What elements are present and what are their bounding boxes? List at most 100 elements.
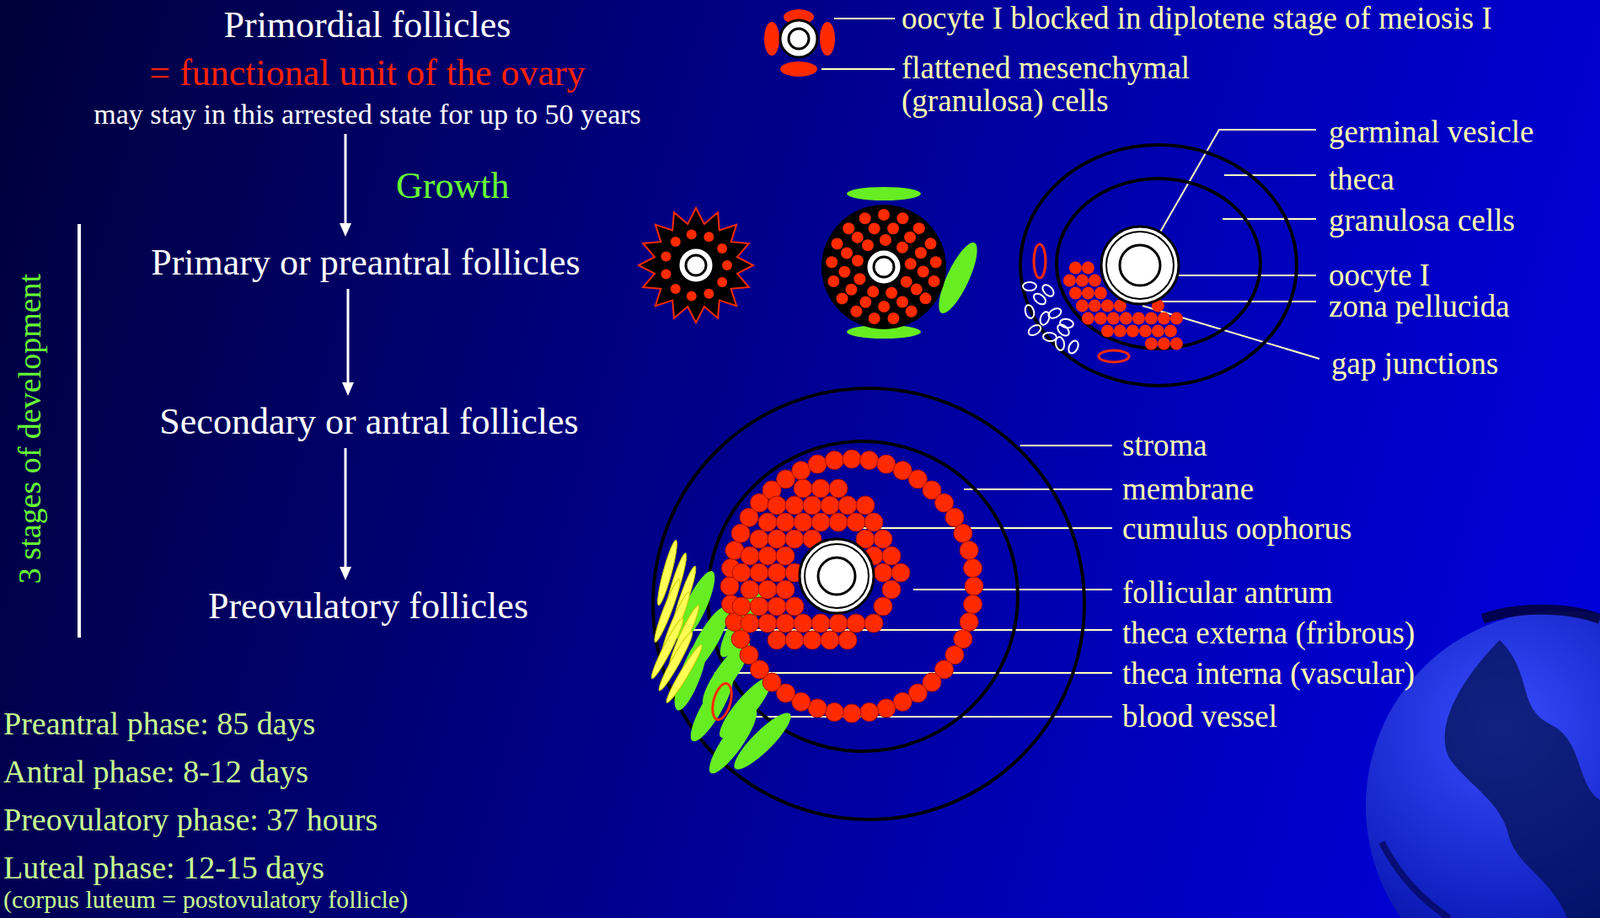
- granulosa-cell: [1081, 312, 1095, 326]
- granulosa-cell: [840, 246, 853, 259]
- part-label: follicular antrum: [1122, 577, 1333, 611]
- edge-label: Growth: [395, 164, 509, 208]
- granulosa-cell: [1164, 325, 1178, 338]
- cumulus-cell: [811, 513, 830, 532]
- part-label: theca: [1328, 163, 1395, 197]
- granulosa-cell: [1088, 299, 1102, 313]
- granulosa-cell: [670, 283, 681, 295]
- stage-title-node: Primordial follicles= functional unit of…: [93, 2, 642, 131]
- granulosa-cell: [900, 276, 913, 289]
- granulosa-cell: [866, 285, 879, 298]
- granulosa-cell: [660, 268, 671, 279]
- stage-name: Primordial follicles: [93, 2, 642, 49]
- part-label: theca interna (vascular): [1122, 658, 1415, 691]
- granulosa-cell: [842, 222, 855, 235]
- granulosa-cell: [1107, 312, 1120, 326]
- granulosa-cell: [959, 540, 979, 560]
- stage-arrow: [342, 288, 354, 396]
- granulosa-cell: [859, 296, 872, 309]
- primary-follicle-outline: [638, 208, 754, 323]
- arrow-head: [339, 223, 352, 237]
- cumulus-cell: [873, 597, 893, 616]
- cumulus-cell: [785, 529, 804, 549]
- granulosa-cell: [860, 451, 879, 471]
- phase-duration: Preovulatory phase: 37 hours: [3, 803, 378, 838]
- granulosa-cell: [859, 212, 872, 225]
- cumulus-cell: [820, 631, 840, 650]
- part-label: oocyte I blocked in diplotene stage of m…: [901, 2, 1493, 36]
- cumulus-cell: [732, 597, 751, 616]
- granulosa-cell: [1063, 274, 1076, 288]
- arrow-shaft: [347, 288, 350, 386]
- zona-pellucida: [804, 544, 869, 609]
- cumulus-cell: [767, 496, 787, 515]
- granulosa-cell: [910, 283, 923, 296]
- cumulus-cell: [873, 563, 893, 583]
- cumulus-cell: [820, 496, 840, 515]
- granulosa-cell: [959, 613, 979, 632]
- granulosa-cell: [827, 275, 840, 288]
- granulosa-cell: [915, 246, 927, 259]
- theca-cell: [1047, 306, 1064, 321]
- antral-follicle: [647, 388, 1085, 820]
- granulosa-cell: [686, 291, 697, 302]
- theca-cell: [1022, 282, 1037, 291]
- granulosa-cell: [808, 454, 827, 474]
- granulosa-cell: [877, 208, 890, 221]
- cumulus-cell: [811, 479, 830, 498]
- granulosa-cell: [722, 260, 733, 271]
- granulosa-cell: [877, 699, 896, 718]
- stage-note: = functional unit of the ovary: [93, 48, 642, 99]
- cumulus-cell: [767, 529, 787, 549]
- cumulus-cell: [785, 597, 804, 616]
- granulosa-cell: [1145, 312, 1158, 326]
- part-label: granulosa cells: [1328, 204, 1515, 238]
- arrow-head: [339, 567, 352, 581]
- phase-duration: Preantral phase: 85 days: [3, 707, 316, 742]
- stage-name: Secondary or antral follicles: [159, 399, 578, 445]
- part-label: flattened mesenchymal (granulosa) cells: [901, 52, 1264, 118]
- granulosa-cell: [1119, 312, 1133, 326]
- cumulus-cell: [864, 513, 883, 532]
- granulosa-cell: [928, 275, 941, 288]
- granulosa-cell: [1139, 325, 1152, 338]
- granulosa-cell: [1075, 274, 1089, 288]
- granulosa-cell: [830, 237, 843, 250]
- granulosa-cell: [879, 234, 892, 247]
- granulosa-cell: [824, 702, 844, 722]
- granulosa-cell: [1170, 312, 1183, 326]
- granulosa-cell: [953, 524, 973, 543]
- granulosa-cell: [1081, 262, 1095, 275]
- cumulus-cell: [829, 479, 848, 498]
- granulosa-cell: [1069, 287, 1082, 300]
- germinal-vesicle: [818, 557, 856, 595]
- zona-pellucida: [1106, 231, 1174, 300]
- cumulus-cell: [811, 614, 830, 633]
- granulosa-cell: [913, 222, 926, 235]
- nucleus: [873, 256, 894, 278]
- theca-cell: [1040, 283, 1056, 300]
- granulosa-cell: [670, 236, 681, 247]
- granulosa-cell: [660, 251, 671, 263]
- blood-vessel: [709, 681, 736, 723]
- granulosa-cell: [904, 231, 916, 244]
- primordial-follicle: [764, 9, 835, 77]
- granulosa-cell: [905, 305, 918, 318]
- cumulus-cell: [775, 580, 795, 600]
- preantral-follicle: [821, 187, 985, 339]
- cumulus-cell: [749, 563, 769, 583]
- granulosa-cell: [963, 559, 983, 578]
- granulosa-cell: [885, 287, 898, 300]
- cumulus-cell: [758, 546, 777, 566]
- phase-note: (corpus luteum = postovulatory follicle): [3, 886, 408, 914]
- cumulus-cell: [740, 614, 760, 633]
- granulosa-cell: [1081, 287, 1095, 300]
- granulosa-cell: [1157, 312, 1171, 326]
- granulosa-cell: [845, 283, 857, 296]
- theca-interna-cell: [702, 703, 764, 779]
- granulosa-cell: [791, 461, 811, 481]
- granulosa-cell: [842, 449, 862, 469]
- granulosa-cell: [717, 243, 728, 254]
- cumulus-cell: [749, 597, 769, 616]
- cumulus-cell: [740, 580, 760, 600]
